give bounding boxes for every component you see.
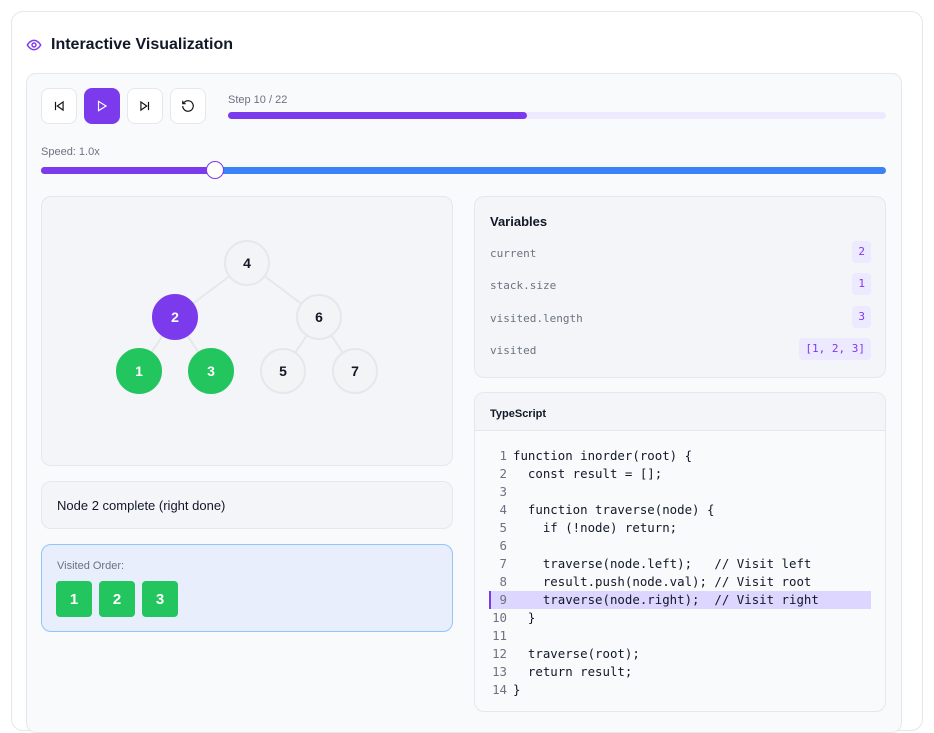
speed-label: Speed: 1.0x: [41, 146, 100, 158]
step-label: Step 10 / 22: [228, 94, 288, 106]
tree-node-label: 4: [243, 255, 251, 271]
code-line: 3: [475, 483, 885, 501]
tree-node[interactable]: 5: [260, 348, 306, 394]
code-line: 2 const result = [];: [475, 465, 885, 483]
line-number: 6: [499, 538, 507, 553]
code-text: traverse(node.right); // Visit right: [513, 592, 819, 607]
code-line: 13 return result;: [475, 663, 885, 681]
tree-node-circle: [188, 348, 234, 394]
code-line: 14}: [475, 681, 885, 699]
variable-value: [1, 2, 3]: [799, 338, 871, 360]
step-progress-fill: [228, 112, 528, 119]
tree-node-circle: [332, 348, 378, 394]
tree-node-circle: [296, 294, 342, 340]
code-text: result.push(node.val); // Visit root: [513, 574, 812, 589]
visited-item: 3: [142, 581, 178, 617]
variable-name: visited: [490, 344, 537, 357]
code-text: const result = [];: [513, 466, 663, 481]
code-panel: TypeScript: [474, 392, 886, 712]
status-panel: Node 2 complete (right done): [41, 481, 453, 529]
line-number: 10: [492, 610, 507, 625]
code-line: 11: [475, 627, 885, 645]
code-line: 8 result.push(node.val); // Visit root: [475, 573, 885, 591]
code-text: }: [513, 610, 536, 625]
code-line: 4 function traverse(node) {: [475, 501, 885, 519]
code-language: TypeScript: [475, 393, 885, 431]
speed-slider-fill: [41, 167, 216, 174]
skip-back-icon: [54, 100, 64, 112]
variables-title: Variables: [490, 214, 548, 229]
tree-node-label: 7: [351, 363, 359, 379]
line-number: 1: [499, 448, 507, 463]
code-line: 5 if (!node) return;: [475, 519, 885, 537]
code-line-highlighted: 9 traverse(node.right); // Visit right: [489, 591, 871, 609]
code-line: 6: [475, 537, 885, 555]
tree-node-label: 6: [315, 309, 323, 325]
tree-node-label: 1: [135, 363, 143, 379]
variable-name: visited.length: [490, 312, 583, 325]
variable-value: 3: [852, 306, 871, 328]
page-title: Interactive Visualization: [51, 36, 233, 53]
variable-name: current: [490, 247, 537, 260]
step-back-button[interactable]: [41, 88, 77, 124]
speed-slider[interactable]: [41, 161, 886, 179]
visited-item: 2: [99, 581, 135, 617]
code-text: if (!node) return;: [513, 520, 678, 535]
line-number: 7: [499, 556, 507, 571]
line-number: 12: [492, 646, 507, 661]
tree-node-circle: [116, 348, 162, 394]
tree-node-label: 3: [207, 363, 215, 379]
tree-node[interactable]: 2: [152, 294, 198, 340]
reset-button[interactable]: [170, 88, 206, 124]
variable-name: stack.size: [490, 279, 557, 292]
code-text: return result;: [513, 664, 633, 679]
tree-node-circle: [224, 240, 270, 286]
header: Interactive Visualization: [26, 36, 233, 54]
line-number: 11: [492, 628, 507, 643]
reset-icon: [182, 100, 194, 112]
tree-node[interactable]: 3: [188, 348, 234, 394]
variable-value: 2: [852, 241, 871, 263]
line-number: 9: [499, 592, 507, 607]
tree-node[interactable]: 7: [332, 348, 378, 394]
code-line: 12 traverse(root);: [475, 645, 885, 663]
code-line: 1 function inorder(root) {: [475, 447, 885, 465]
tree-node[interactable]: 1: [116, 348, 162, 394]
code-line: 10 }: [475, 609, 885, 627]
code-text: }: [513, 682, 521, 697]
code-text: traverse(node.left); // Visit left: [513, 556, 812, 571]
line-number: 13: [492, 664, 507, 679]
status-text: Node 2 complete (right done): [57, 498, 226, 513]
tree-node[interactable]: 4: [224, 240, 270, 286]
tree-node-circle: [260, 348, 306, 394]
code-text: function inorder(root) {: [513, 448, 693, 463]
variable-value: 1: [852, 273, 871, 295]
step-forward-button[interactable]: [127, 88, 163, 124]
tree-node-label: 2: [171, 309, 179, 325]
tree-node[interactable]: 6: [296, 294, 342, 340]
line-number: 14: [492, 682, 507, 697]
line-number: 5: [499, 520, 507, 535]
tree-node-label: 5: [279, 363, 287, 379]
speed-slider-thumb[interactable]: [206, 161, 225, 179]
skip-forward-icon: [140, 100, 150, 112]
line-number: 2: [499, 466, 507, 481]
step-progress: [228, 112, 886, 119]
code-line: 7 traverse(node.left); // Visit left: [475, 555, 885, 573]
visited-item: 1: [56, 581, 92, 617]
eye-icon: [26, 39, 42, 51]
line-number: 8: [499, 574, 507, 589]
code-text: traverse(root);: [513, 646, 640, 661]
line-number: 4: [499, 502, 507, 517]
code-block: 1 function inorder(root) { 2 const result …: [475, 447, 885, 699]
code-text: function traverse(node) {: [513, 502, 715, 517]
line-number: 3: [499, 484, 507, 499]
play-button[interactable]: [84, 88, 120, 124]
play-icon: [97, 100, 108, 112]
visited-order-label: Visited Order:: [57, 560, 125, 572]
tree-node-circle: [152, 294, 198, 340]
